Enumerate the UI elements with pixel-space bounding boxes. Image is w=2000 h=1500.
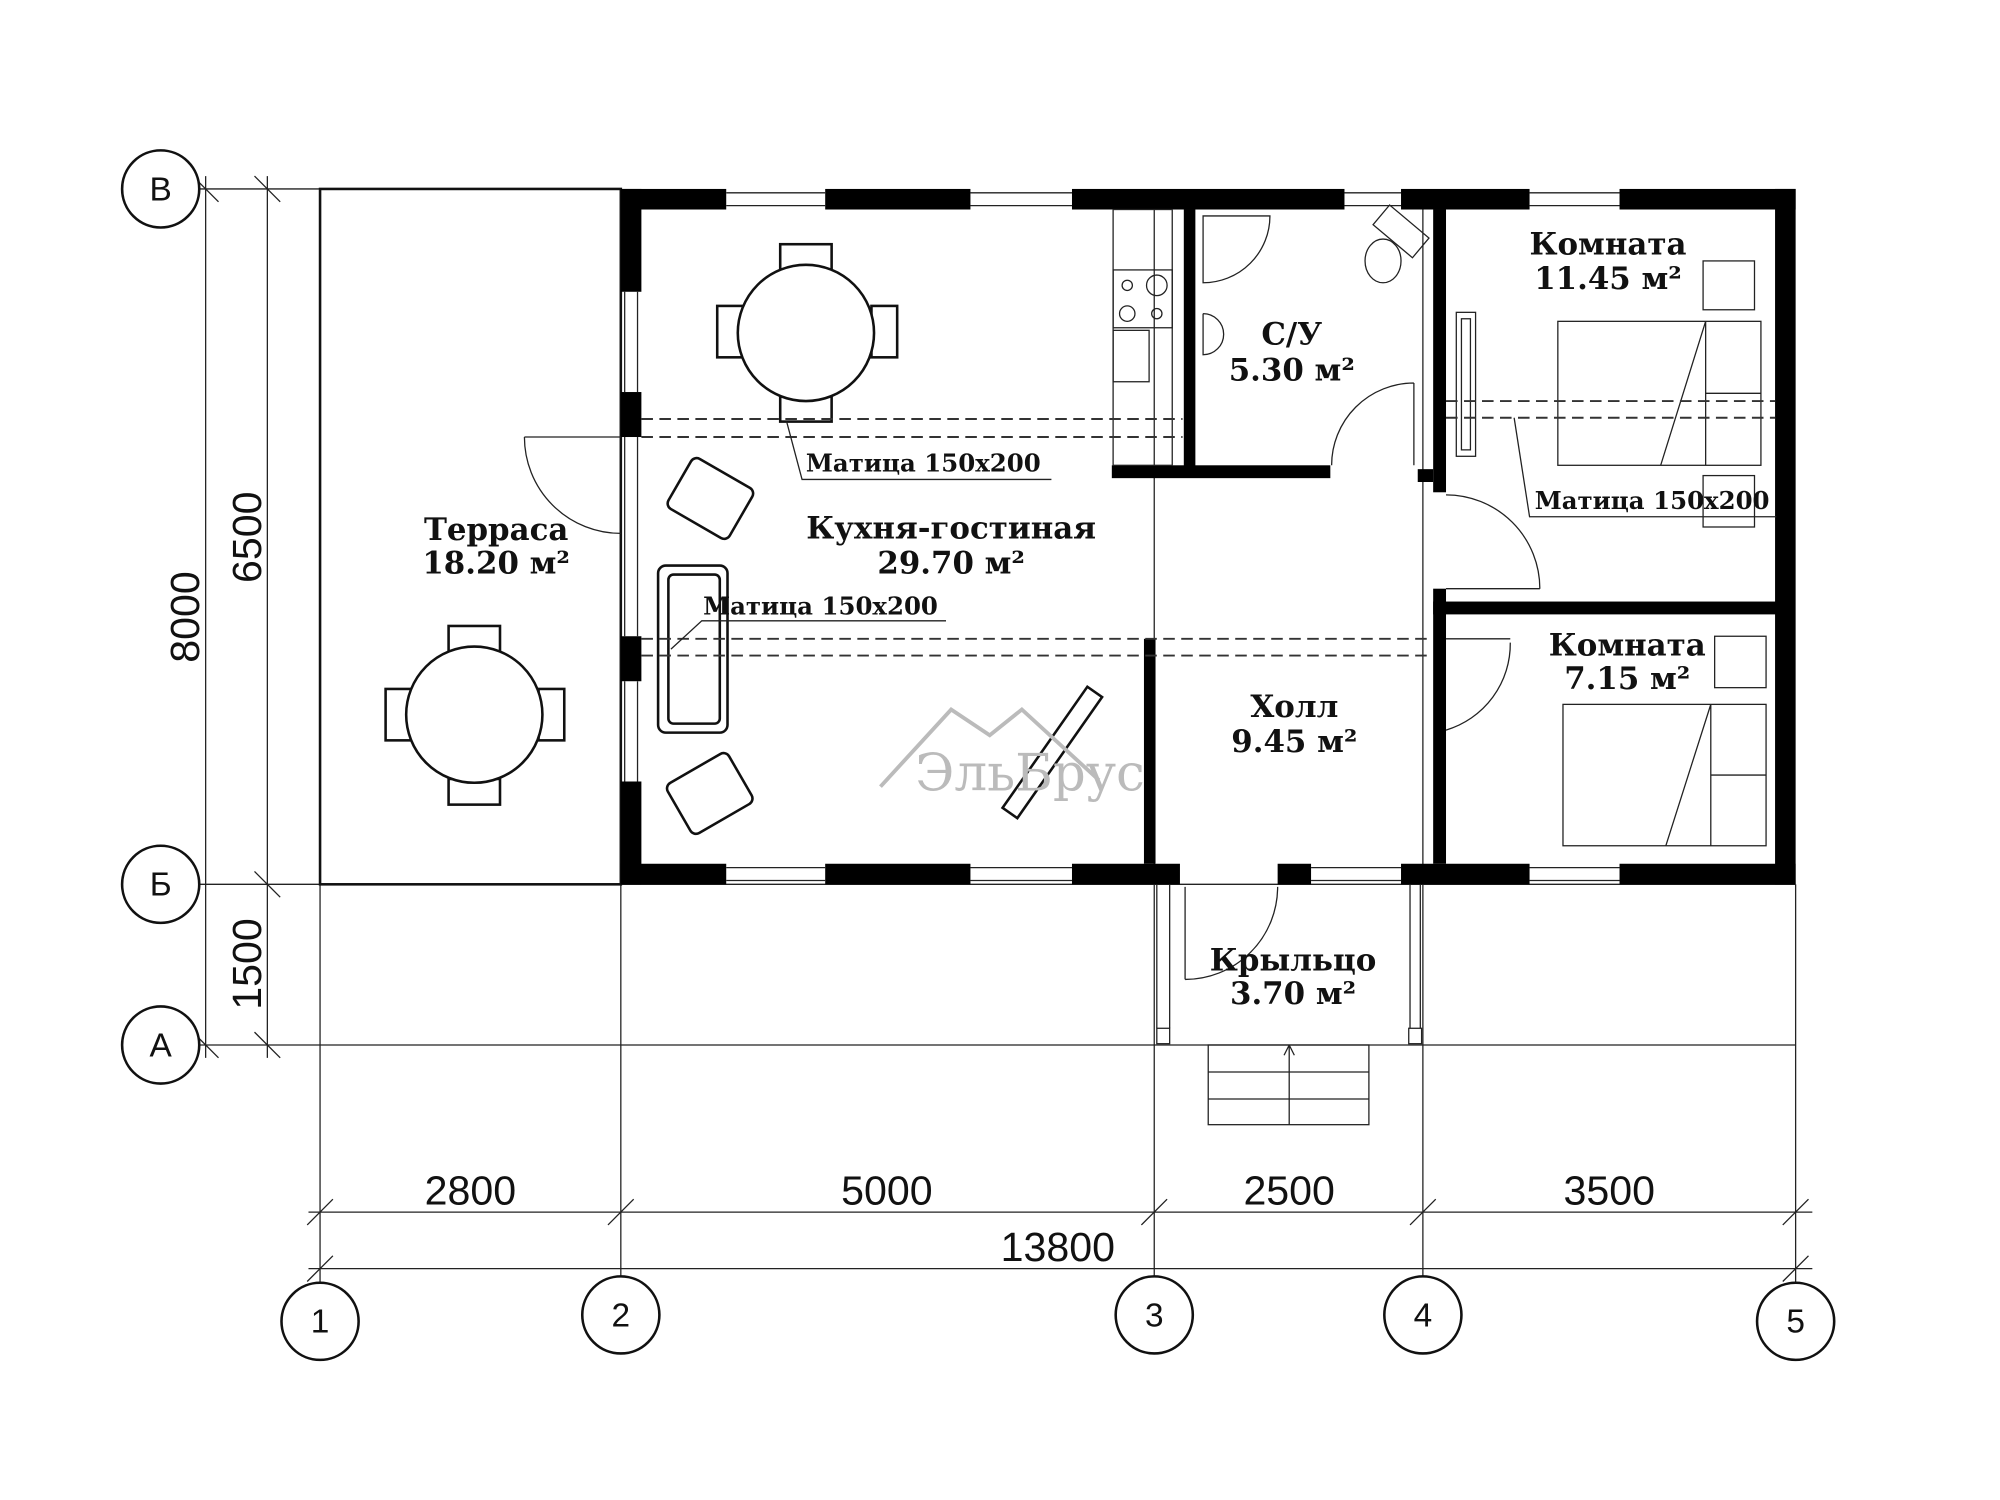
dimension-vertical-total: 8000 bbox=[162, 571, 208, 663]
room-name: Комната bbox=[1529, 226, 1686, 262]
room-area: 5.30 м² bbox=[1229, 352, 1355, 388]
outer-walls bbox=[620, 188, 1796, 885]
room-area: 29.70 м² bbox=[877, 545, 1025, 581]
bathroom-fixtures bbox=[1202, 204, 1430, 356]
dimension-label: 5000 bbox=[841, 1167, 933, 1213]
kitchen-counter bbox=[1112, 208, 1173, 466]
living-furniture bbox=[656, 456, 1104, 836]
bedroom-furniture bbox=[1455, 260, 1767, 847]
room-area: 18.20 м² bbox=[422, 545, 570, 581]
axis-label: 2 bbox=[612, 1297, 631, 1334]
dining-table-terrace bbox=[384, 624, 566, 806]
watermark-logo: ЭльБрус bbox=[879, 706, 1145, 803]
dimension-label: 3500 bbox=[1564, 1167, 1656, 1213]
room-name: Кухня-гостиная bbox=[806, 511, 1096, 547]
room-area: 3.70 м² bbox=[1230, 976, 1356, 1012]
axis-label: В bbox=[150, 171, 172, 208]
dimension-total: 13800 bbox=[1001, 1224, 1115, 1270]
axis-label: 4 bbox=[1414, 1297, 1433, 1334]
porch bbox=[1156, 884, 1423, 1126]
axis-label: 1 bbox=[311, 1304, 330, 1341]
dimension-vertical-main: 6500 bbox=[224, 492, 270, 584]
room-area: 7.15 м² bbox=[1564, 661, 1690, 697]
beam-label: Матица 150х200 bbox=[703, 591, 938, 620]
axis-bubbles: 1 2 3 4 5 В Б А bbox=[120, 149, 1836, 1362]
axis-label: А bbox=[150, 1027, 173, 1064]
room-area: 9.45 м² bbox=[1231, 724, 1357, 760]
dimension-lines bbox=[192, 175, 1813, 1282]
room-name: Терраса bbox=[424, 512, 568, 548]
axis-label: 3 bbox=[1145, 1297, 1164, 1334]
interior-walls bbox=[1111, 209, 1778, 864]
doors bbox=[523, 382, 1541, 981]
room-name: С/У bbox=[1261, 316, 1322, 352]
windows bbox=[624, 192, 1620, 882]
beam-label: Матица 150х200 bbox=[1535, 486, 1770, 515]
dimension-label: 2500 bbox=[1243, 1167, 1335, 1213]
beams bbox=[641, 400, 1777, 657]
axis-label: Б bbox=[150, 867, 172, 904]
room-name: Холл bbox=[1250, 689, 1338, 725]
room-name: Крыльцо bbox=[1210, 942, 1377, 978]
terrace-outline bbox=[318, 187, 623, 886]
room-name: Комната bbox=[1549, 628, 1706, 664]
dimension-label: 2800 bbox=[425, 1167, 517, 1213]
svg-text:ЭльБрус: ЭльБрус bbox=[915, 743, 1145, 803]
room-labels: Терраса 18.20 м² Кухня-гостиная 29.70 м²… bbox=[422, 226, 1705, 1011]
axis-label: 5 bbox=[1786, 1304, 1805, 1341]
beam-label: Матица 150х200 bbox=[806, 449, 1041, 478]
dimension-vertical-porch: 1500 bbox=[224, 918, 270, 1010]
room-area: 11.45 м² bbox=[1534, 261, 1682, 297]
dining-table-kitchen bbox=[715, 242, 899, 423]
